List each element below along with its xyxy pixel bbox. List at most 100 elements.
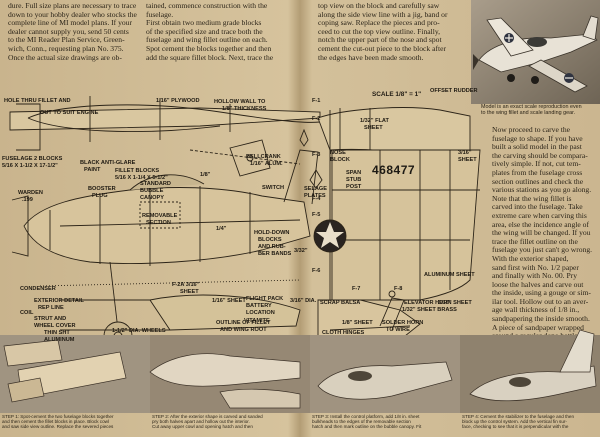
caption-line: hatch and then mark outline on the bubbl… <box>312 424 422 430</box>
plan-label: FUSELAGE 2 BLOCKS <box>2 156 63 162</box>
plan-label: F-6 <box>312 268 321 274</box>
plan-label: 1/16" ALUM. <box>250 161 283 167</box>
text-line: built a solid model in the past <box>492 142 582 152</box>
text-line: ilar tool. Hollow out to an aver- <box>492 296 589 306</box>
text-line: down to your hobby dealer who stocks the <box>8 9 137 19</box>
text-line: fuselage. <box>146 9 174 19</box>
caption-line: STEP 4: Cement the stabilizer to the fus… <box>462 414 575 419</box>
text-line: extreme care when carving this <box>492 210 587 220</box>
plan-label: 1/32" SHEET BRASS <box>402 307 457 313</box>
plan-label: 3/16" SHEET <box>438 300 472 306</box>
plan-label: ALUMINUM <box>44 337 75 343</box>
plan-label: F-8 <box>394 286 403 292</box>
text-line: and finally with No. 00. Pry <box>492 271 577 281</box>
caption-line: face, checking to see that it is perpend… <box>462 424 569 430</box>
plan-label: SCALE 1/8" = 1" <box>372 91 422 98</box>
text-line: section outlines and check the <box>492 176 584 186</box>
plan-label: OFFSET RUDDER <box>430 88 478 94</box>
text-line: plates from the fuselage cross <box>492 167 583 177</box>
plan-label: HOLE THRU FILLET AND <box>4 98 71 104</box>
caption-line: and saw side view outline. Replace the s… <box>2 424 114 430</box>
text-line: notch the upper part of the nose and spo… <box>318 35 442 45</box>
plan-label: EXTERIOR DETAIL <box>34 298 84 304</box>
plan-label: F-4 <box>312 196 321 202</box>
plan-label: BOOSTER <box>88 186 116 192</box>
aircraft-serial-number: 468477 <box>372 163 416 177</box>
text-line: ceed to cut the top view outline. Finall… <box>318 26 441 36</box>
text-line: fuselage and wing fillet outline on each… <box>146 35 268 45</box>
plan-label: SPAN <box>346 170 362 176</box>
plan-label: POST <box>346 184 362 190</box>
model-photo <box>471 0 600 104</box>
text-line: the edges have been made smooth. <box>318 52 424 62</box>
text-line: trace the fillet outline on the <box>492 236 578 246</box>
text-line: coping saw. Replace the pieces and pro- <box>318 18 440 28</box>
plan-label: .199 <box>22 197 33 203</box>
plan-label: 3/32" <box>294 248 308 254</box>
caption-line: STEP 1: Spot-cement the two fuselage blo… <box>2 414 114 419</box>
text-line: top view on the block and carefully saw <box>318 1 440 10</box>
plan-label: 1/8" THICKNESS <box>222 106 267 112</box>
step-caption-1: STEP 1: Spot-cement the two fuselage blo… <box>2 414 148 430</box>
text-line: tained, commence construction with the <box>146 1 268 10</box>
plan-label: BELLCRANK <box>246 154 281 160</box>
plan-label: SCRAP BALSA <box>320 300 361 306</box>
plan-label: SOLDER HORN <box>382 320 424 326</box>
caption-line: pry both halves apart and hollow out the… <box>152 419 250 425</box>
caption-line: STEP 2: After the exterior shape is carv… <box>152 414 263 419</box>
text-line: the inside, using a gouge or sim- <box>492 288 591 298</box>
text-line: Spot cement the blocks together and then <box>146 43 272 53</box>
plan-label: 3/16" DIA. <box>290 298 317 304</box>
caption-line: Model is an exact scale reproduction eve… <box>481 104 582 110</box>
plan-label: NOSE <box>330 150 346 156</box>
caption-line: to the wing fillet and scale landing gea… <box>481 110 576 117</box>
plan-label: WHEEL COVER <box>34 323 76 329</box>
plan-label: F-2 <box>312 116 321 122</box>
plan-label: COIL <box>20 310 34 316</box>
plan-label: BLOCK <box>330 157 350 163</box>
plan-label: OUTLINE OF FILLET <box>216 320 271 326</box>
text-line: Once the actual size drawings are ob- <box>8 52 122 62</box>
text-line: the carving should be compara- <box>492 150 588 160</box>
caption-line: and then cement the fillet blocks in pla… <box>2 419 109 425</box>
plan-label: FLIGHT PACK <box>246 296 284 302</box>
plan-label: VITAMITE <box>244 318 270 324</box>
plan-label: F-7 <box>352 286 361 292</box>
text-line: various stations as you go along. <box>492 185 592 195</box>
plan-label: STANDARD <box>140 181 171 187</box>
plan-label: 3/16" <box>458 150 472 156</box>
plan-label: BATTERY <box>246 303 272 309</box>
caption-line: STEP 3: Install the control platform, ad… <box>312 414 420 419</box>
caption-line: bulkheads to the edges of the removable … <box>312 419 411 425</box>
plan-label: PLUG <box>92 193 108 199</box>
text-column-1: dure. Full size plans are necessary to t… <box>8 1 137 62</box>
plan-label: BLOCKS <box>258 237 282 243</box>
plan-label: BER BANDS <box>258 251 292 257</box>
step-caption-2: STEP 2: After the exterior shape is carv… <box>152 414 308 430</box>
plan-label: TO WIRE <box>386 327 410 333</box>
text-line: Now proceed to carve the <box>492 125 571 134</box>
plan-label: PLATES <box>304 193 326 199</box>
text-line: cement the cut-out piece to the block af… <box>318 43 446 53</box>
plan-label: ALUMINUM SHEET <box>424 272 475 278</box>
plan-label: CLOTH HINGES <box>322 330 365 336</box>
photo-caption: Model is an exact scale reproduction eve… <box>481 104 598 116</box>
text-line: A piece of sandpaper wrapped <box>492 322 584 332</box>
text-line: dure. Full size plans are necessary to t… <box>8 1 137 10</box>
plan-label: SWITCH <box>262 185 285 191</box>
text-line: loose the halves and carve out <box>492 279 584 289</box>
text-line: First obtain two medium grade blocks <box>146 18 262 28</box>
plan-label: SHEET <box>364 125 383 131</box>
plan-label: LOCATION <box>246 310 275 316</box>
plan-label: 1-1/2" DIA. WHEELS <box>112 328 166 334</box>
plan-label: SHEET <box>458 157 477 163</box>
plan-label: 1/8" <box>200 172 211 178</box>
plan-label: STUB <box>346 177 362 183</box>
text-line: age wall thickness of 1/8 in., <box>492 305 580 315</box>
text-line: carved into the fuselage. Take <box>492 202 583 212</box>
text-line: complete line of MI model plans. If your <box>8 18 132 28</box>
